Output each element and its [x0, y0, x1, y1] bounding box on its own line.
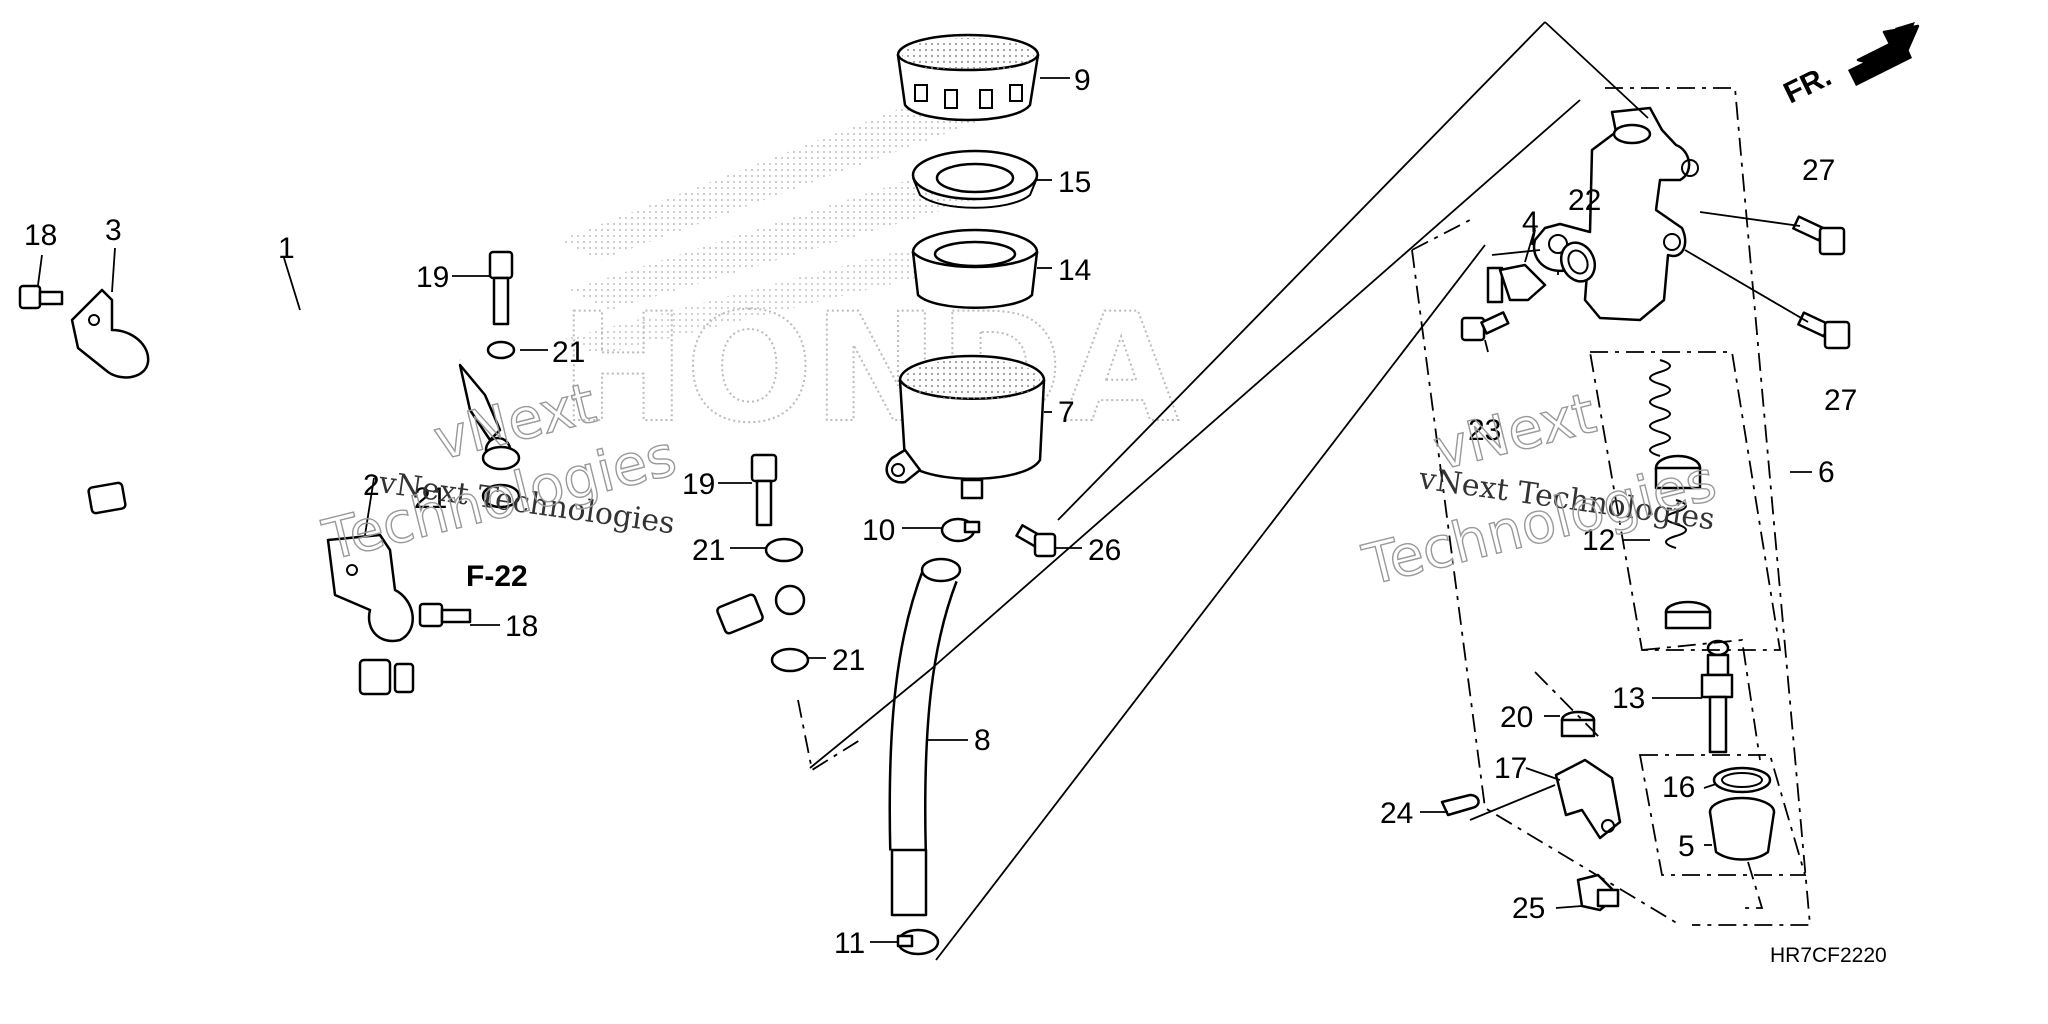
hose-clamp-3 [70, 288, 150, 379]
callout-19-middle: 19 [682, 468, 715, 501]
joint-pin-25 [1576, 873, 1620, 912]
piston-spring-12 [1649, 359, 1712, 630]
callout-23: 23 [1468, 414, 1501, 447]
callout-10: 10 [862, 514, 895, 547]
bolt-27-bottom [1797, 311, 1851, 350]
screw-26 [1015, 524, 1057, 558]
reservoir-hose-8 [888, 557, 962, 917]
callout-21-b: 21 [414, 482, 447, 515]
projection-lines [809, 21, 1649, 961]
callout-25: 25 [1512, 892, 1545, 925]
callout-leaders [37, 77, 1812, 943]
watermark-right: vNext Technologies vNext Technologies [1356, 380, 1723, 599]
push-rod-13 [1700, 639, 1734, 754]
callout-7: 7 [1058, 396, 1075, 429]
callout-16: 16 [1662, 771, 1695, 804]
callout-27-bottom: 27 [1824, 384, 1857, 417]
bolt-18-top [18, 284, 64, 310]
watermark-technologies: Technologies [1357, 448, 1723, 598]
watermark-vnext: vNext [1428, 381, 1602, 484]
banjo-bolt-19-middle [750, 453, 778, 527]
cotter-pin-24 [1440, 793, 1480, 817]
callout-27-top: 27 [1802, 154, 1835, 187]
brand-logo-watermark: HONDA [559, 70, 1180, 457]
callout-21-a: 21 [552, 336, 585, 369]
bolt-18-middle [418, 602, 472, 628]
joint-4 [1486, 263, 1547, 304]
hose-clamp-2 [326, 533, 414, 643]
front-label: FR. [1779, 59, 1837, 110]
callout-15: 15 [1058, 166, 1091, 199]
banjo-bolt-19-top [486, 250, 516, 360]
callout-21-d: 21 [832, 644, 865, 677]
callout-13: 13 [1612, 682, 1645, 715]
callout-22: 22 [1568, 184, 1601, 217]
callout-21-c: 21 [692, 534, 725, 567]
callout-17: 17 [1494, 752, 1527, 785]
screw-23 [1460, 311, 1510, 342]
callout-19-top: 19 [416, 261, 449, 294]
bolt-27-top [1792, 215, 1846, 256]
callout-20: 20 [1500, 701, 1533, 734]
callout-6: 6 [1818, 456, 1835, 489]
callout-18-middle: 18 [505, 610, 538, 643]
callout-14: 14 [1058, 254, 1091, 287]
callout-11: 11 [834, 927, 865, 960]
diagram-code: HR7CF2220 [1770, 944, 1887, 967]
front-direction-arrow: FR. [1779, 22, 1920, 110]
master-cylinder-6-body [1532, 106, 1699, 322]
reference-f22: F-22 [466, 560, 528, 593]
callout-3: 3 [105, 214, 122, 247]
callout-2: 2 [363, 469, 380, 502]
boot-5 [1708, 796, 1776, 861]
reservoir-7 [885, 354, 1046, 500]
washer-21-c [764, 537, 804, 563]
clevis-17 [1554, 758, 1622, 840]
reservoir-cap-9 [896, 33, 1040, 122]
washer-21-b [481, 483, 521, 509]
diaphragm-plate-15 [911, 149, 1039, 209]
callout-1: 1 [278, 232, 295, 265]
callout-9: 9 [1074, 64, 1091, 97]
callout-24: 24 [1380, 797, 1413, 830]
callout-5: 5 [1678, 830, 1695, 863]
o-ring-22 [1559, 241, 1597, 283]
diaphragm-14 [911, 228, 1039, 309]
brake-hose-1 [83, 298, 806, 696]
hose-clip-10 [940, 517, 981, 543]
callout-4: 4 [1522, 206, 1539, 239]
callout-12: 12 [1582, 524, 1615, 557]
callout-labels: 1 2 3 4 5 6 7 8 9 10 11 12 13 14 15 16 1… [24, 64, 1857, 960]
washer-21-a [481, 445, 521, 471]
assembly-boundaries [797, 87, 1811, 926]
washer-21-d [770, 647, 810, 673]
callout-18-top: 18 [24, 219, 57, 252]
callout-8: 8 [974, 724, 991, 757]
hose-clip-11 [896, 928, 940, 956]
callout-26: 26 [1088, 534, 1121, 567]
svg-text:HONDA: HONDA [560, 282, 1179, 456]
